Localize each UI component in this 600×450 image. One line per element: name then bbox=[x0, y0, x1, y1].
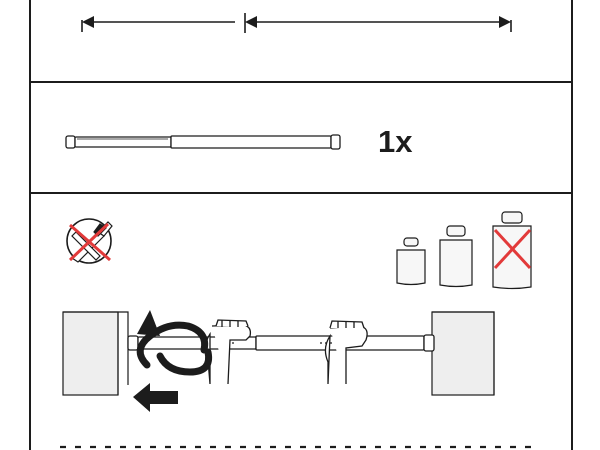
quantity-label: 1x bbox=[378, 124, 413, 159]
weight-small-icon bbox=[396, 237, 426, 286]
twist-arrow-head-icon bbox=[137, 310, 160, 336]
diagram-frame bbox=[29, 0, 573, 450]
right-hand bbox=[324, 320, 368, 385]
weight-large-exceeded-icon bbox=[492, 211, 532, 290]
push-left-arrow-icon bbox=[133, 383, 178, 412]
length-arrows bbox=[81, 13, 512, 33]
left-hand bbox=[204, 319, 252, 385]
left-wall bbox=[62, 311, 129, 396]
tension-rod-part bbox=[65, 134, 341, 150]
no-tools-icon bbox=[66, 218, 113, 264]
installed-rod bbox=[127, 334, 435, 352]
twist-arrow-icon bbox=[136, 321, 213, 376]
right-wall bbox=[431, 311, 495, 396]
weight-medium-icon bbox=[439, 225, 473, 288]
